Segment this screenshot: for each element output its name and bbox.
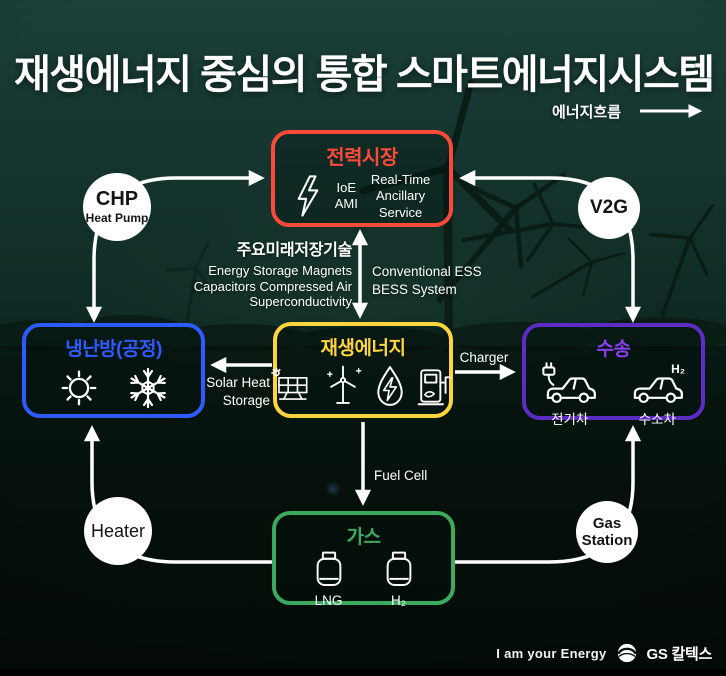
gas-title: 가스 — [346, 527, 381, 548]
ev-label: 전기차 — [551, 412, 589, 427]
h2-label: H₂ — [391, 593, 406, 608]
power-market-realtime-ancillary: Real-Time Ancillary Service — [370, 172, 431, 220]
storage-tech-block: 주요미래저장기술 Energy Storage Magnets Capacito… — [112, 236, 353, 310]
chp-node: CHP Heat Pump — [83, 173, 151, 241]
lng-label: LNG — [314, 593, 343, 608]
conventional-ess-label: Conventional ESS BESS System — [372, 264, 482, 297]
v2g-label: V2G — [589, 197, 629, 218]
lng-tank-icon — [316, 551, 341, 586]
gs-caltex-logo — [616, 643, 637, 663]
footer-slogan: I am your Energy — [496, 645, 607, 661]
storage-tech-title: 주요미래저장기술 — [236, 242, 353, 259]
heat-pump-label: Heat Pump — [85, 211, 149, 225]
transport-box: 수송 — [522, 323, 705, 427]
lens-flare — [325, 481, 341, 497]
solar-panel-icon — [271, 367, 308, 400]
power-market-ioe-ami: IoE AMI — [334, 180, 358, 212]
hydrogen-car-icon: H₂ — [634, 362, 685, 404]
cooling-heating-title: 냉난방(공정) — [65, 339, 162, 360]
heater-label: Heater — [90, 520, 146, 541]
hydro-energy-icon — [377, 366, 403, 406]
gas-station-node: Gas Station — [576, 501, 638, 563]
heater-node: Heater — [84, 497, 152, 565]
v2g-node: V2G — [578, 177, 640, 239]
hydrogen-badge: H₂ — [671, 362, 685, 376]
h2-tank-icon — [386, 551, 411, 586]
footer: I am your Energy GS 칼텍스 — [496, 642, 712, 664]
page-title: 재생에너지 중심의 통합 스마트에너지시스템 — [14, 52, 715, 97]
charger-label: Charger — [459, 350, 509, 365]
renewable-energy-box: 재생에너지 — [271, 322, 453, 418]
sun-icon — [61, 370, 96, 406]
lightning-icon — [297, 175, 319, 218]
chp-label: CHP — [95, 188, 139, 210]
renewable-energy-title: 재생에너지 — [320, 338, 406, 359]
wind-turbine-icon — [327, 365, 362, 404]
biofuel-pump-icon — [417, 369, 451, 406]
cooling-heating-box: 냉난방(공정) — [22, 323, 205, 418]
energy-flow-label: 에너지흐름 — [552, 104, 622, 121]
future-storage-list: Energy Storage Magnets Capacitors Compre… — [193, 263, 352, 310]
transport-title: 수송 — [596, 339, 631, 360]
gas-box: 가스 LNG — [272, 511, 455, 608]
solar-heat-storage-label: Solar Heat Storage — [206, 375, 270, 408]
power-market-title: 전력시장 — [326, 147, 398, 169]
bottom-bar — [0, 669, 726, 676]
electric-car-icon — [542, 362, 596, 404]
footer-brand: GS 칼텍스 — [646, 645, 713, 663]
fuel-cell-label: Fuel Cell — [374, 468, 428, 483]
snowflake-icon — [127, 367, 168, 409]
gas-station-label: Gas Station — [581, 514, 633, 549]
power-market-box: 전력시장 IoE AMI Real-Time Ancillary Service — [271, 130, 453, 227]
hydrogen-car-label: 수소차 — [638, 412, 676, 427]
